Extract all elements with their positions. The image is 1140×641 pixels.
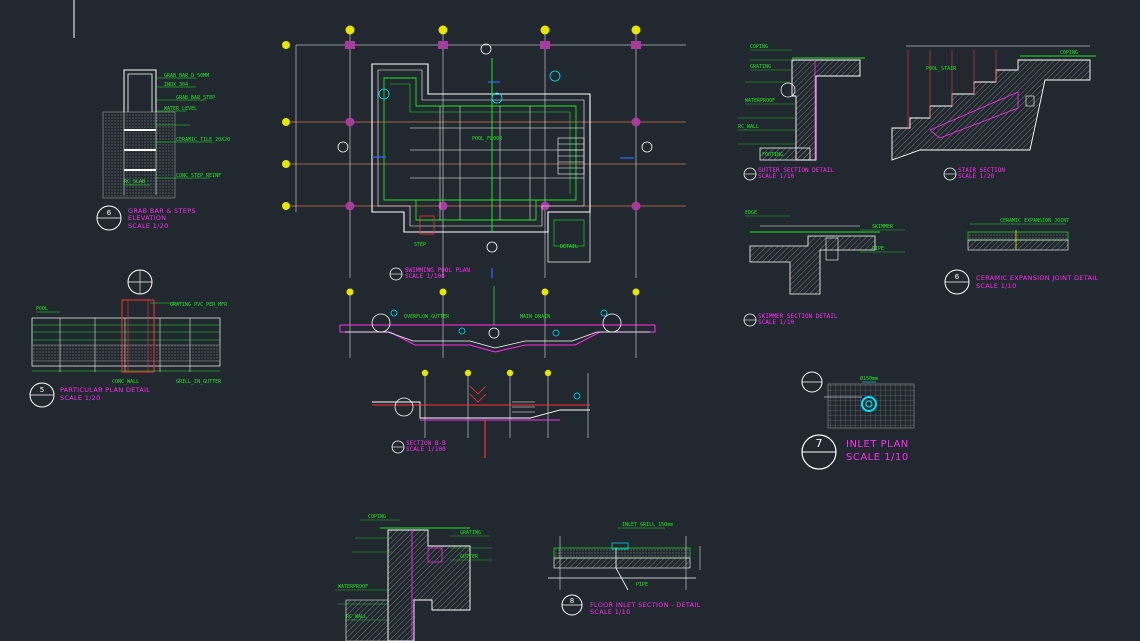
svg-text:GRATING: GRATING [750,64,771,70]
svg-text:INOX_304: INOX_304 [164,82,188,88]
detail-scale: SCALE 1/10 [590,608,631,616]
svg-text:SCALE 1/10: SCALE 1/10 [758,173,795,180]
svg-text:CONC_STEP_REINF: CONC_STEP_REINF [176,173,221,179]
detail-scale: SCALE 1/20 [60,394,101,402]
svg-text:WATERPROOF: WATERPROOF [338,584,368,590]
svg-text:OVERFLOW_GUTTER: OVERFLOW_GUTTER [404,314,450,320]
expansion-joint-title: 6 CERAMIC EXPANSION JOINT DETAIL SCALE 1… [944,269,1098,295]
svg-text:COPING: COPING [368,514,386,520]
pool-plan-title: SWIMMING POOL PLAN SCALE 1/100 [389,267,470,281]
svg-text:DETAIL: DETAIL [560,244,578,250]
floor-inlet-section[interactable]: INLET GRILL 150mm PIPE [548,522,701,591]
svg-text:RC_SLAB: RC_SLAB [124,179,145,185]
svg-text:CERAMIC_TILE_20X20: CERAMIC_TILE_20X20 [176,137,230,143]
cross-section-title: SECTION B-B SCALE 1/100 [391,440,446,454]
svg-text:SCALE 1/20: SCALE 1/20 [958,173,995,180]
floor-inlet-title: 8 FLOOR INLET SECTION - DETAIL SCALE 1/1… [561,594,701,616]
pool-long-section[interactable]: OVERFLOW_GUTTER MAIN_DRAIN [339,286,656,358]
svg-text:RC_WALL: RC_WALL [738,124,759,130]
inlet-plan-title: 7 INLET PLAN SCALE 1/10 [801,434,909,470]
pool-plan[interactable]: POOL_FLOOR DETAIL STEP [282,25,687,278]
svg-text:MAIN_DRAIN: MAIN_DRAIN [520,314,550,320]
svg-text:SCALE 1/10: SCALE 1/10 [758,319,795,326]
svg-text:FOOTING: FOOTING [762,152,783,158]
svg-text:GRATING_PVC_PER_MFR: GRATING_PVC_PER_MFR [170,302,228,308]
pool-tag: POOL [36,306,48,312]
svg-text:SKIMMER: SKIMMER [872,224,894,230]
overflow-wall-section[interactable]: COPING GRATING GUTTER WATERPROOF RC_WALL [335,514,492,641]
pool-cross-section[interactable] [372,369,590,458]
svg-text:SECTION B-B: SECTION B-B [406,440,446,447]
step-section-title: SKIMMER SECTION DETAIL SCALE 1/10 [743,313,838,327]
detail-scale: SCALE 1/10 [976,282,1017,290]
grab-bar-title: 6 GRAB BAR & STEPS ELEVATION SCALE 1/20 [96,205,196,231]
svg-text:EDGE: EDGE [745,210,757,216]
svg-text:SKIMMER SECTION DETAIL: SKIMMER SECTION DETAIL [758,313,838,320]
svg-text:WATER LEVEL: WATER LEVEL [164,106,197,112]
svg-text:STAIR SECTION: STAIR SECTION [958,167,1005,174]
detail-number: 5 [40,386,44,394]
detail-number: 6 [107,209,112,217]
svg-text:COPING: COPING [750,44,768,50]
svg-text:GRAB_BAR_D_50MM: GRAB_BAR_D_50MM [164,73,209,79]
svg-text:POOL_STAIR: POOL_STAIR [926,66,957,72]
svg-text:GUTTER: GUTTER [460,554,479,560]
svg-text:POOL_FLOOR: POOL_FLOOR [472,136,503,142]
svg-text:GRILL_IN_GUTTER: GRILL_IN_GUTTER [176,379,222,385]
svg-text:STEP: STEP [414,242,426,248]
svg-text:RC_WALL: RC_WALL [346,614,367,620]
svg-text:WATERPROOF: WATERPROOF [745,98,775,104]
svg-text:GRATING: GRATING [460,530,481,536]
svg-text:PIPE: PIPE [872,246,884,252]
detail-title: CERAMIC EXPANSION JOINT DETAIL [976,274,1098,282]
svg-text:SWIMMING POOL PLAN: SWIMMING POOL PLAN [405,267,470,274]
svg-text:GRAB_BAR_STEP: GRAB_BAR_STEP [176,95,215,101]
svg-text:INLET GRILL 150mm: INLET GRILL 150mm [622,522,673,528]
svg-text:SCALE 1/100: SCALE 1/100 [406,446,446,453]
stair-section-detail[interactable]: POOL_STAIR COPING [891,45,1096,161]
detail-number: 8 [570,597,574,605]
detail-title: GRAB BAR & STEPS [128,207,196,215]
detail-title: PARTICULAR PLAN DETAIL [60,386,150,394]
svg-text:CERAMIC EXPANSION JOINT: CERAMIC EXPANSION JOINT [1000,218,1069,224]
detail-number: 6 [955,273,960,281]
detail-scale: SCALE 1/20 [128,222,169,230]
gutter-plan-title: 5 PARTICULAR PLAN DETAIL SCALE 1/20 [29,382,150,408]
detail-title: FLOOR INLET SECTION - DETAIL [590,601,701,609]
expansion-joint-detail[interactable]: CERAMIC EXPANSION JOINT [967,218,1069,251]
detail-subtitle: ELEVATION [128,214,166,222]
grab-bar-elevation[interactable]: GRAB_BAR_D_50MM INOX_304 GRAB_BAR_STEP WAT… [102,69,230,199]
detail-title: INLET PLAN [846,439,909,450]
wall-section-detail[interactable]: COPING GRATING WATERPROOF RC_WALL FOOTING [738,44,865,161]
inlet-plan-detail[interactable]: Ø150mm [801,371,915,429]
gutter-plan-detail[interactable]: POOL GRATING_PVC_PER_MFR GRILL_IN_GUTTER C… [31,269,228,385]
svg-text:SCALE 1/100: SCALE 1/100 [405,273,445,280]
inlet-dimension: Ø150mm [860,375,878,382]
svg-text:PIPE: PIPE [636,582,648,588]
step-section-detail[interactable]: EDGE SKIMMER PIPE [745,210,905,295]
stair-section-title: STAIR SECTION SCALE 1/20 [943,167,1005,181]
svg-text:COPING: COPING [1060,50,1078,56]
svg-text:GUTTER SECTION DETAIL: GUTTER SECTION DETAIL [758,167,834,174]
detail-number: 7 [816,437,823,450]
svg-text:CONC_WALL: CONC_WALL [112,379,139,385]
detail-scale: SCALE 1/10 [846,452,909,463]
wall-section-title: GUTTER SECTION DETAIL SCALE 1/10 [743,167,834,181]
